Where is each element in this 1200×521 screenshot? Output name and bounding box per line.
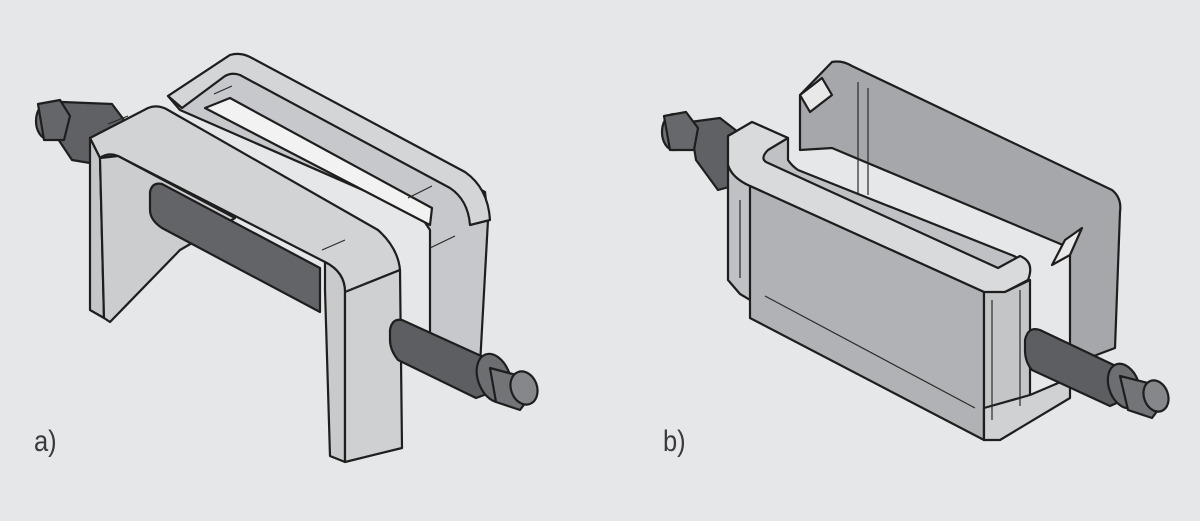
front-wall-b (726, 120, 1072, 442)
figure-a: a) (34, 52, 539, 464)
solenoid-frame-a-drawing (34, 52, 539, 464)
figure-label-b: b) (663, 425, 686, 458)
figure-b: b) (600, 0, 1200, 521)
solenoid-frame-b-drawing (660, 60, 1170, 442)
back-wall-b (798, 60, 1122, 367)
back-bracket-a (166, 52, 492, 367)
front-bracket-a (88, 105, 404, 464)
shaft-right-end-a (388, 318, 539, 412)
figure-label-a: a) (34, 425, 57, 458)
shaft-right-end-b (1023, 328, 1170, 420)
